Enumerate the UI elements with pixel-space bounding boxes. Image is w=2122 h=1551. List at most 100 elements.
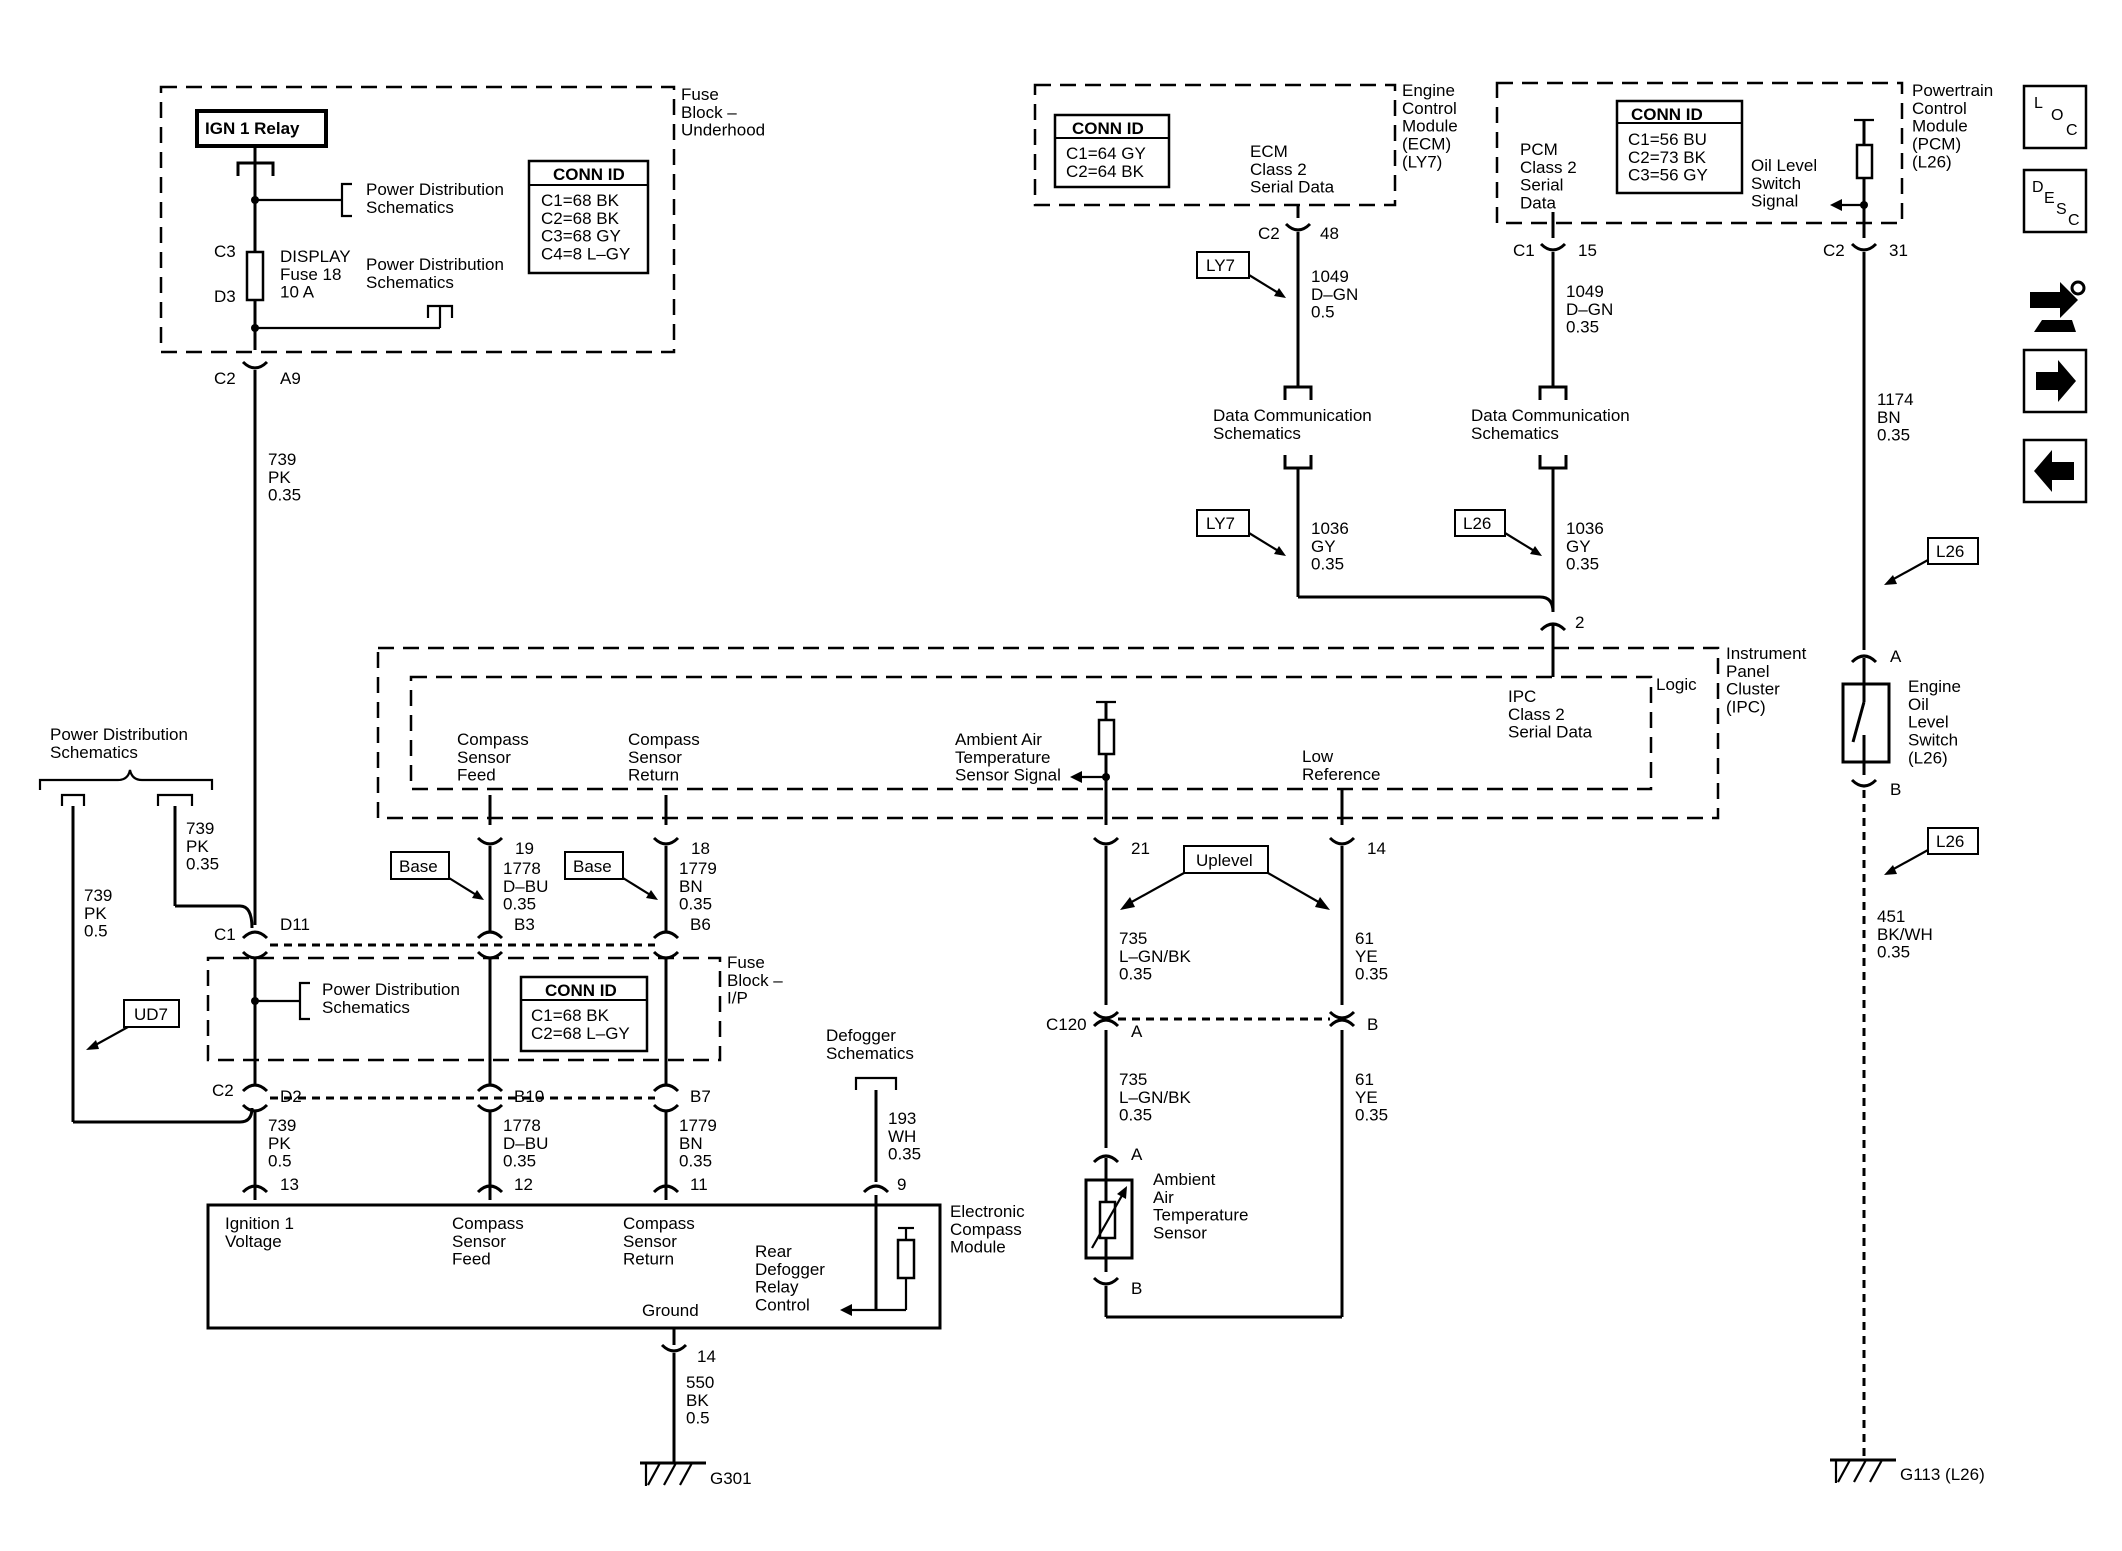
svg-text:C2: C2 bbox=[212, 1081, 234, 1100]
svg-text:C2: C2 bbox=[1258, 224, 1280, 243]
svg-text:B7: B7 bbox=[690, 1087, 711, 1106]
option-flag-base-1: Base bbox=[390, 851, 484, 900]
loc-icon: L bbox=[2034, 95, 2043, 112]
svg-text:13: 13 bbox=[280, 1175, 299, 1194]
svg-text:C: C bbox=[2066, 122, 2078, 139]
connector-ipc-2: 2 bbox=[1539, 613, 1584, 632]
desc-button[interactable]: D E S C bbox=[2022, 168, 2088, 234]
svg-text:Uplevel: Uplevel bbox=[1196, 851, 1253, 870]
loc-button[interactable]: L O C bbox=[2022, 84, 2088, 150]
next-arrow-button[interactable] bbox=[2022, 348, 2088, 414]
connector-c120-b: B bbox=[1328, 1010, 1378, 1034]
connector-ipc-21: 21 bbox=[1092, 836, 1150, 858]
fuse-pin-c3: C3 bbox=[214, 242, 236, 261]
engine-oil-level-switch-box bbox=[1841, 682, 1891, 764]
option-flag-l26-1: L26 bbox=[1454, 509, 1542, 556]
connector-ecm-13: 13 bbox=[241, 1175, 299, 1194]
svg-text:LY7: LY7 bbox=[1206, 514, 1235, 533]
option-flag-l26-3: L26 bbox=[1884, 827, 1979, 875]
connector-sensor-a: A bbox=[1092, 1145, 1143, 1164]
connector-ecm-14: 14 bbox=[660, 1343, 716, 1366]
svg-text:O: O bbox=[2051, 107, 2063, 124]
svg-text:C: C bbox=[2068, 212, 2080, 229]
fuse-block-ip-box bbox=[206, 956, 722, 1062]
fuse-pin-d3: D3 bbox=[214, 287, 236, 306]
connector-c1-15: C1 15 bbox=[1513, 241, 1597, 260]
ground-g301-label: G301 bbox=[710, 1469, 752, 1488]
option-flag-l26-2: L26 bbox=[1884, 537, 1979, 585]
svg-text:9: 9 bbox=[897, 1175, 906, 1194]
svg-text:L26: L26 bbox=[1936, 832, 1964, 851]
svg-text:L26: L26 bbox=[1936, 542, 1964, 561]
connector-sensor-b: B bbox=[1092, 1276, 1142, 1298]
svg-text:CONN ID: CONN ID bbox=[545, 981, 617, 1000]
ground-g301-icon bbox=[640, 1461, 706, 1486]
electronic-compass-module-box bbox=[206, 1203, 942, 1330]
connector-ipc-14: 14 bbox=[1328, 836, 1386, 858]
desc-icon: D bbox=[2032, 179, 2044, 196]
connector-sw-b: B bbox=[1850, 778, 1901, 799]
svg-text:CONN ID: CONN ID bbox=[1072, 119, 1144, 138]
svg-text:C1: C1 bbox=[214, 925, 236, 944]
svg-text:31: 31 bbox=[1889, 241, 1908, 260]
connector-ipc-18: 18 bbox=[652, 836, 710, 858]
connector-sw-a: A bbox=[1850, 647, 1902, 666]
connector-ecm-12: 12 bbox=[476, 1175, 533, 1194]
harness-button[interactable] bbox=[2030, 280, 2086, 332]
prev-arrow-button[interactable] bbox=[2022, 438, 2088, 504]
connector-c1-b3: B3 bbox=[476, 915, 535, 960]
svg-text:12: 12 bbox=[514, 1175, 533, 1194]
defogger-relay-resistor bbox=[896, 1238, 916, 1280]
svg-text:LY7: LY7 bbox=[1206, 256, 1235, 275]
svg-text:C2: C2 bbox=[214, 369, 236, 388]
svg-text:21: 21 bbox=[1131, 839, 1150, 858]
svg-text:14: 14 bbox=[1367, 839, 1386, 858]
svg-text:15: 15 bbox=[1578, 241, 1597, 260]
svg-text:B6: B6 bbox=[690, 915, 711, 934]
svg-text:B: B bbox=[1890, 780, 1901, 799]
harness-icon bbox=[2030, 280, 2086, 332]
connector-c1-d11: C1 D11 bbox=[214, 915, 310, 960]
connector-c2-b7: B7 bbox=[652, 1083, 711, 1113]
svg-text:2: 2 bbox=[1575, 613, 1584, 632]
option-flag-uplevel: Uplevel bbox=[1120, 845, 1330, 910]
option-flag-base-2: Base bbox=[564, 851, 658, 900]
svg-text:48: 48 bbox=[1320, 224, 1339, 243]
svg-text:A: A bbox=[1131, 1145, 1143, 1164]
